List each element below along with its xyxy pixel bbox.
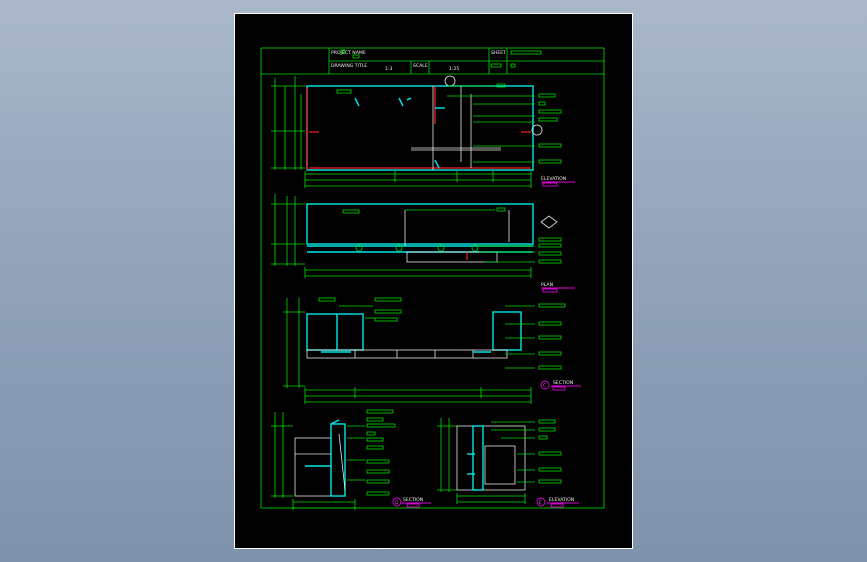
sheet-value: 1:3 [385, 66, 392, 72]
elevation-view-a: ELEVATION [271, 75, 575, 188]
view-d-title: SECTION [403, 497, 423, 503]
view-e-title: ELEVATION [549, 497, 574, 503]
view-c-title: SECTION [553, 380, 573, 386]
section-view-d: D SECTION [271, 409, 431, 510]
elevation-view-e: E ELEVATION [437, 418, 579, 508]
scale-value: 1:25 [449, 66, 459, 72]
view-b-title: PLAN [541, 282, 553, 288]
drawing-sheet-frame: PROJECT NAME DRAWING TITLE 1:3 SCALE 1:2… [234, 13, 633, 549]
marker-d: D [395, 500, 399, 506]
title-block: PROJECT NAME DRAWING TITLE 1:3 SCALE 1:2… [261, 48, 604, 75]
cad-drawing: PROJECT NAME DRAWING TITLE 1:3 SCALE 1:2… [260, 47, 605, 510]
sheet-label: SHEET [491, 50, 506, 56]
plan-view-b: PLAN [271, 194, 575, 293]
view-a-title: ELEVATION [541, 176, 566, 182]
drawing-sheet: PROJECT NAME DRAWING TITLE 1:3 SCALE 1:2… [235, 14, 632, 548]
drawing-border [260, 47, 605, 509]
section-view-c: C SECTION [283, 297, 581, 404]
drawing-label: DRAWING TITLE [331, 63, 367, 69]
scale-label: SCALE [413, 63, 428, 69]
marker-e: E [539, 500, 542, 506]
project-label: PROJECT NAME [331, 50, 366, 56]
marker-c: C [543, 383, 546, 389]
